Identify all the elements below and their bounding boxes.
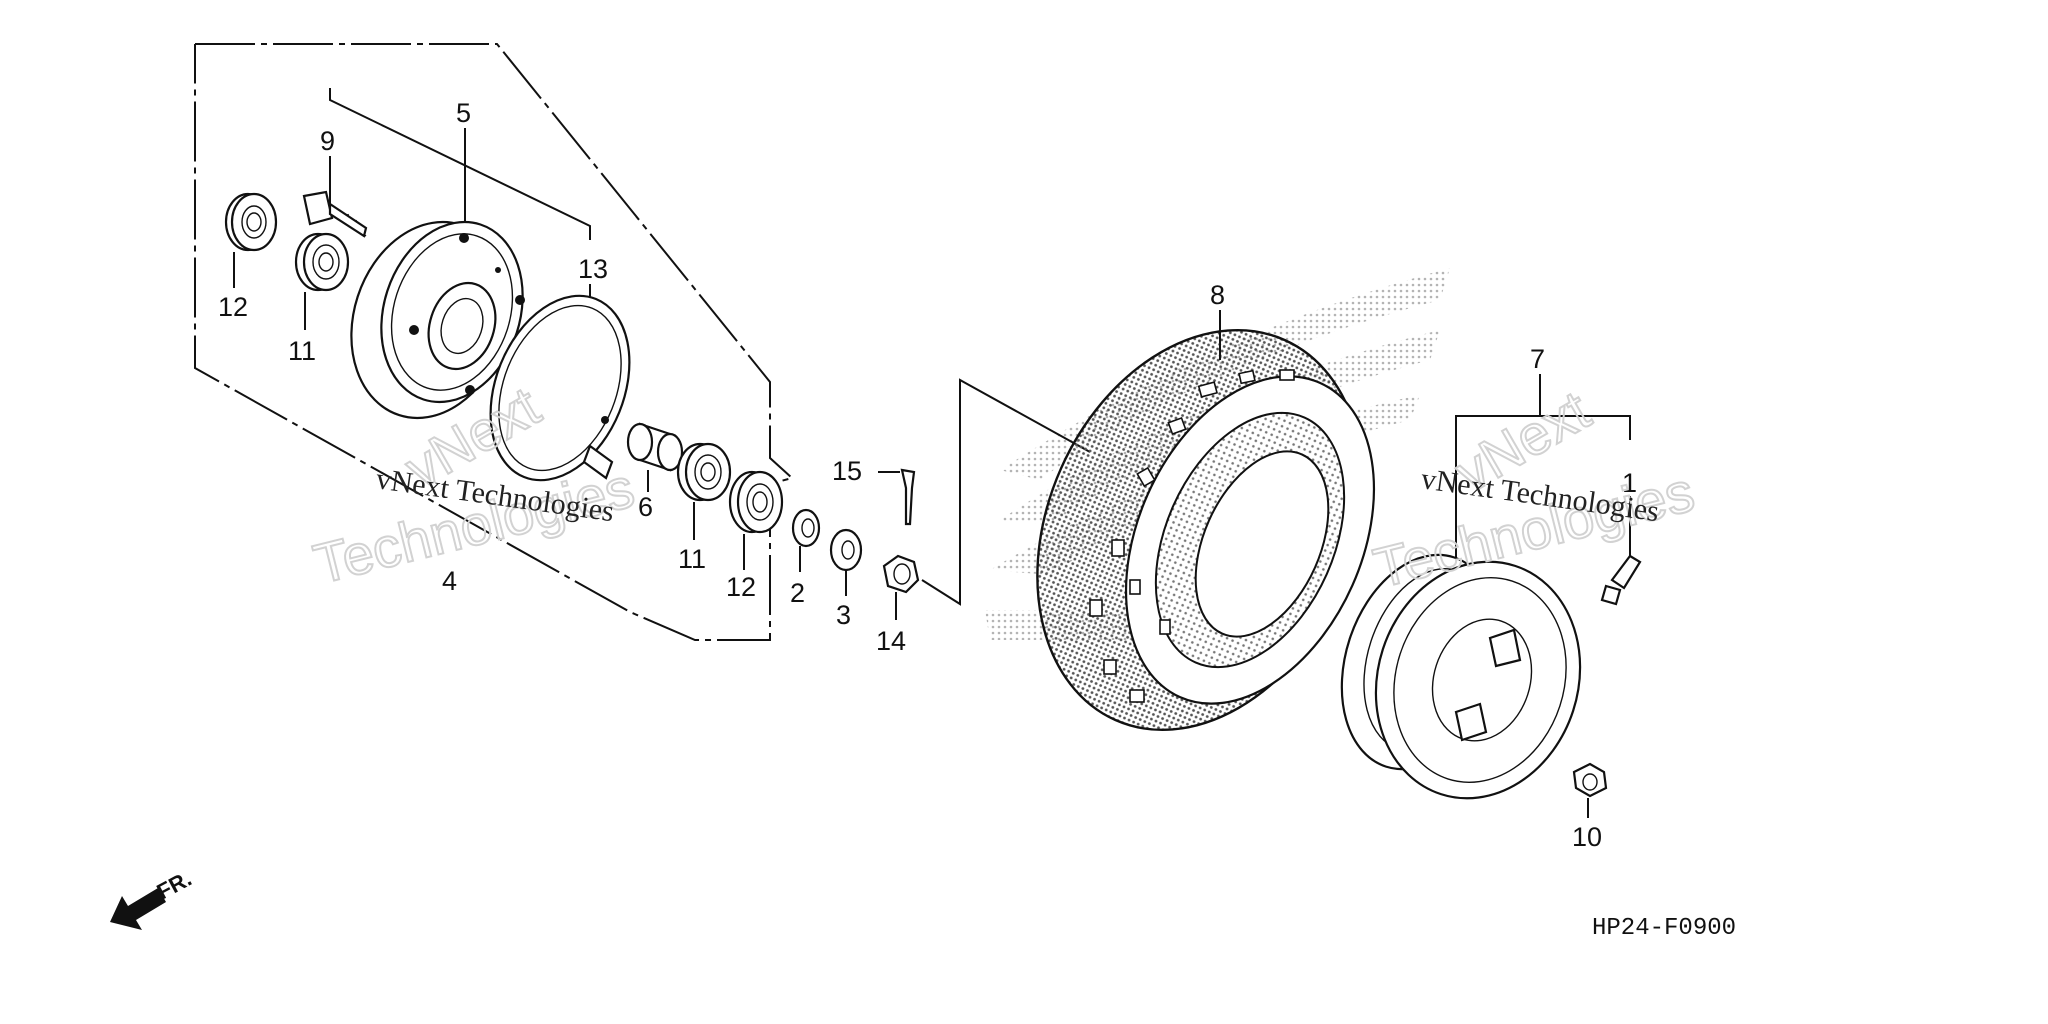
callout-2: 2 [790, 578, 805, 608]
callout-10: 10 [1572, 822, 1602, 852]
callout-1: 1 [1622, 468, 1637, 498]
castle-nut-14 [882, 554, 920, 620]
callout-9: 9 [320, 126, 335, 156]
leader-tire-bracket [921, 378, 1091, 606]
callout-11-right: 11 [678, 544, 706, 574]
wheel-rim-7 [1340, 553, 1582, 800]
bolt-9 [302, 190, 368, 238]
front-direction-arrow: FR. [110, 866, 196, 930]
callout-13: 13 [578, 254, 608, 284]
callout-14: 14 [876, 626, 906, 656]
hub-5 [350, 220, 525, 420]
callout-12-right: 12 [726, 572, 756, 602]
bracket-9-13 [329, 88, 591, 240]
tire-8 [1036, 328, 1376, 732]
cotter-pin-15 [878, 468, 916, 526]
callout-4: 4 [442, 566, 457, 596]
washer-2 [791, 508, 821, 572]
bearing-12-right [728, 470, 784, 570]
washer-3 [829, 528, 863, 596]
callout-3: 3 [836, 600, 851, 630]
callout-5: 5 [456, 98, 471, 128]
brake-ring-13 [489, 294, 631, 482]
bearing-11-left [294, 232, 350, 330]
callout-6: 6 [638, 492, 653, 522]
valve-stem-1 [1600, 496, 1642, 606]
diagram-code: HP24-F0900 [1592, 915, 1736, 942]
collar-6 [626, 422, 684, 492]
callout-8: 8 [1210, 280, 1225, 310]
bracket-7 [1455, 415, 1631, 560]
callout-11-left: 11 [288, 336, 316, 366]
callout-12-left: 12 [218, 292, 248, 322]
watermark-right: Technologies vNext vNext Technologies [1367, 377, 1701, 601]
bearing-12-left [224, 192, 278, 288]
bearing-11-right [676, 442, 732, 540]
nut-10 [1572, 762, 1608, 818]
callout-15: 15 [832, 456, 862, 486]
callout-7: 7 [1530, 344, 1545, 374]
